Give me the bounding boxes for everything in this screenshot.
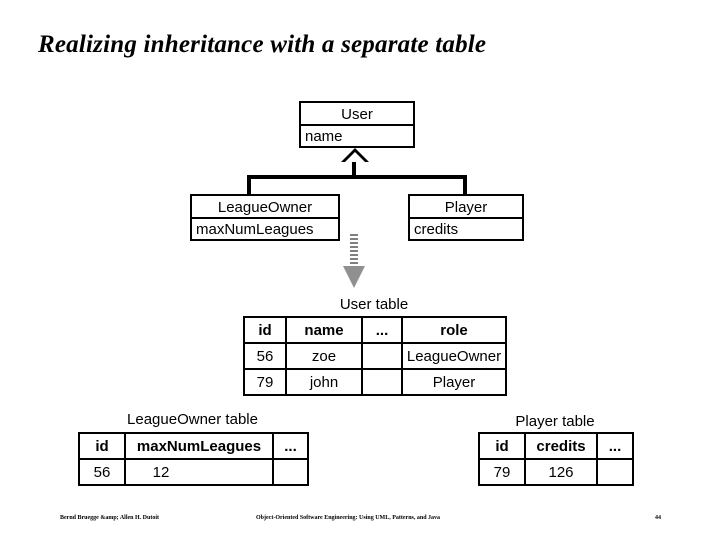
inheritance-horizontal-bar xyxy=(247,175,467,179)
column-header: id xyxy=(478,432,526,460)
column-header: ... xyxy=(596,432,634,460)
table-cell: 56 xyxy=(78,458,126,486)
inheritance-branch-right xyxy=(463,175,467,196)
inheritance-stem-line xyxy=(352,162,356,178)
table-row: 79 john Player xyxy=(243,368,507,396)
inheritance-triangle-fill-icon xyxy=(344,152,366,163)
column-header: id xyxy=(78,432,126,460)
column-header: id xyxy=(243,316,287,344)
table-row: 79 126 xyxy=(478,458,634,486)
uml-class-player-name: Player xyxy=(410,196,522,219)
table-cell: 126 xyxy=(524,458,598,486)
column-header: ... xyxy=(361,316,403,344)
table-cell: zoe xyxy=(285,342,363,370)
table-cell: john xyxy=(285,368,363,396)
table-cell xyxy=(272,458,309,486)
uml-class-user-name: User xyxy=(301,103,413,126)
table-row: 56 12 xyxy=(78,458,309,486)
user-table-title: User table xyxy=(339,296,409,313)
table-header-row: id maxNumLeagues ... xyxy=(78,432,309,460)
footer-page-number: 44 xyxy=(655,515,661,521)
leagueowner-table-title: LeagueOwner table xyxy=(127,411,258,428)
player-table-title: Player table xyxy=(515,413,595,430)
uml-class-user[interactable]: User name xyxy=(299,101,415,148)
footer-authors: Bernd Bruegge &amp; Allen H. Dutoit xyxy=(60,515,159,521)
inheritance-branch-left xyxy=(247,175,251,196)
uml-class-user-attribute: name xyxy=(305,128,343,145)
player-table: id credits ... 79 126 xyxy=(478,432,634,486)
table-cell xyxy=(361,368,403,396)
table-cell: 79 xyxy=(243,368,287,396)
column-header: ... xyxy=(272,432,309,460)
uml-class-player[interactable]: Player credits xyxy=(408,194,524,241)
table-header-row: id credits ... xyxy=(478,432,634,460)
table-row: 56 zoe LeagueOwner xyxy=(243,342,507,370)
realization-arrow-shaft-icon xyxy=(350,234,358,268)
footer-book-title: Object-Oriented Software Engineering: Us… xyxy=(256,515,441,521)
table-cell: LeagueOwner xyxy=(401,342,507,370)
uml-class-leagueowner-attribute: maxNumLeagues xyxy=(196,221,314,238)
leagueowner-table: id maxNumLeagues ... 56 12 xyxy=(78,432,309,486)
realization-arrow-head-icon xyxy=(343,266,365,288)
table-cell xyxy=(361,342,403,370)
uml-class-player-attribute: credits xyxy=(414,221,459,238)
column-header: maxNumLeagues xyxy=(124,432,274,460)
page-title: Realizing inheritance with a separate ta… xyxy=(38,31,487,58)
column-header: credits xyxy=(524,432,598,460)
column-header: role xyxy=(401,316,507,344)
user-table: id name ... role 56 zoe LeagueOwner 79 j… xyxy=(243,316,507,396)
table-cell: 12 xyxy=(124,458,274,486)
table-cell: 79 xyxy=(478,458,526,486)
column-header: name xyxy=(285,316,363,344)
table-header-row: id name ... role xyxy=(243,316,507,344)
table-cell: Player xyxy=(401,368,507,396)
uml-class-leagueowner-name: LeagueOwner xyxy=(192,196,338,219)
table-cell xyxy=(596,458,634,486)
table-cell: 56 xyxy=(243,342,287,370)
uml-class-leagueowner[interactable]: LeagueOwner maxNumLeagues xyxy=(190,194,340,241)
